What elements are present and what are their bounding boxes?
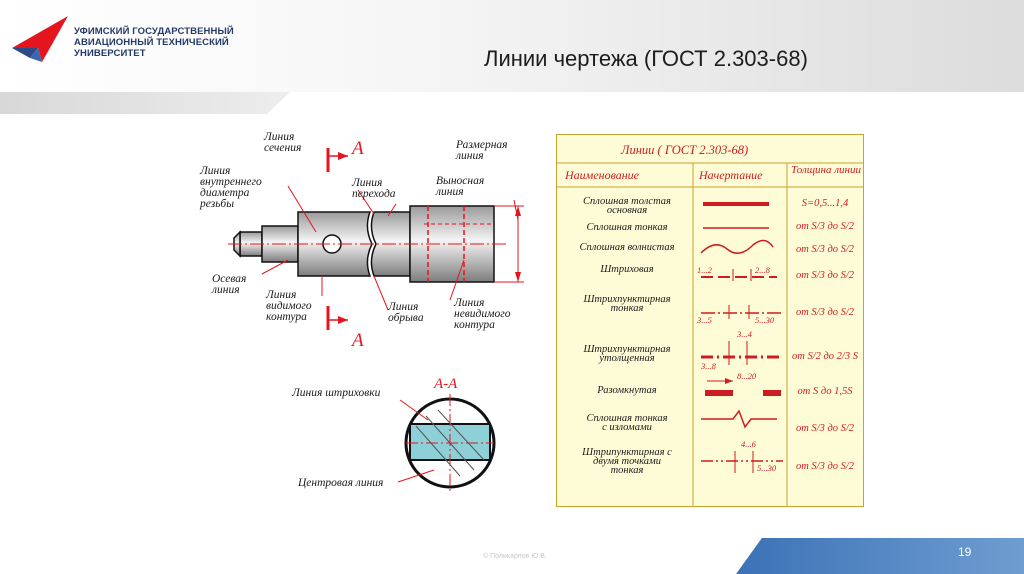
section-letter-bottom: А	[352, 330, 364, 351]
dim-dashdot-1: 3...5	[697, 315, 712, 325]
dim-dashed-1: 1...2	[697, 265, 712, 275]
line-types-table: Линии ( ГОСТ 2.303-68) Наименование Наче…	[556, 134, 864, 507]
dim-double-1: 4...6	[741, 439, 756, 449]
drawing-svg	[228, 148, 524, 492]
thickness-9: от S/3 до S/2	[795, 461, 855, 472]
section-title: А-А	[434, 376, 458, 392]
dim-dashdot-2: 5...30	[755, 315, 775, 325]
thickness-6: от S/2 до 2/3 S	[792, 351, 858, 362]
university-name: УФИМСКИЙ ГОСУДАРСТВЕННЫЙ АВИАЦИОННЫЙ ТЕХ…	[74, 26, 234, 59]
dim-double-2: 5...30	[757, 463, 777, 473]
slide-title: Линии чертежа (ГОСТ 2.303-68)	[484, 46, 808, 71]
copyright: © Поликарпов Ю.В.	[483, 553, 547, 560]
header-shape: Начертание	[699, 168, 763, 182]
dim-dashed-2: 2...8	[755, 265, 770, 275]
row-name-2: Сплошная тонкая	[586, 222, 668, 233]
thickness-4: от S/3 до S/2	[795, 270, 855, 281]
header-name: Наименование	[565, 168, 640, 182]
thickness-2: от S/3 до S/2	[795, 221, 855, 232]
header-thickness: Толщина линии	[791, 164, 862, 176]
dim-thick-2: 3...8	[701, 361, 716, 371]
label-hatching: Линия штриховки	[292, 387, 381, 399]
thickness-7: от S до 1,5S	[797, 386, 853, 397]
section-letter-top: А	[352, 138, 364, 159]
footer-band	[736, 538, 1024, 574]
table-title: Линии ( ГОСТ 2.303-68)	[621, 143, 749, 157]
table-grid	[557, 162, 863, 506]
dim-thick-1: 3...4	[737, 329, 752, 339]
page-number: 19	[958, 545, 972, 559]
thickness-5: от S/3 до S/2	[795, 307, 855, 318]
thickness-1: S=0,5...1,4	[801, 198, 849, 209]
dim-open: 8...20	[737, 371, 757, 381]
row-name-4: Штриховая	[600, 264, 654, 275]
row-name-7: Разомкнутая	[597, 385, 657, 396]
thickness-8: от S/3 до S/2	[795, 423, 855, 434]
header-band	[0, 0, 1024, 92]
university-logo-icon	[12, 16, 68, 62]
thickness-3: от S/3 до S/2	[795, 244, 855, 255]
label-center: Центровая линия	[298, 477, 384, 489]
row-name-3: Сплошная волнистая	[579, 242, 675, 253]
